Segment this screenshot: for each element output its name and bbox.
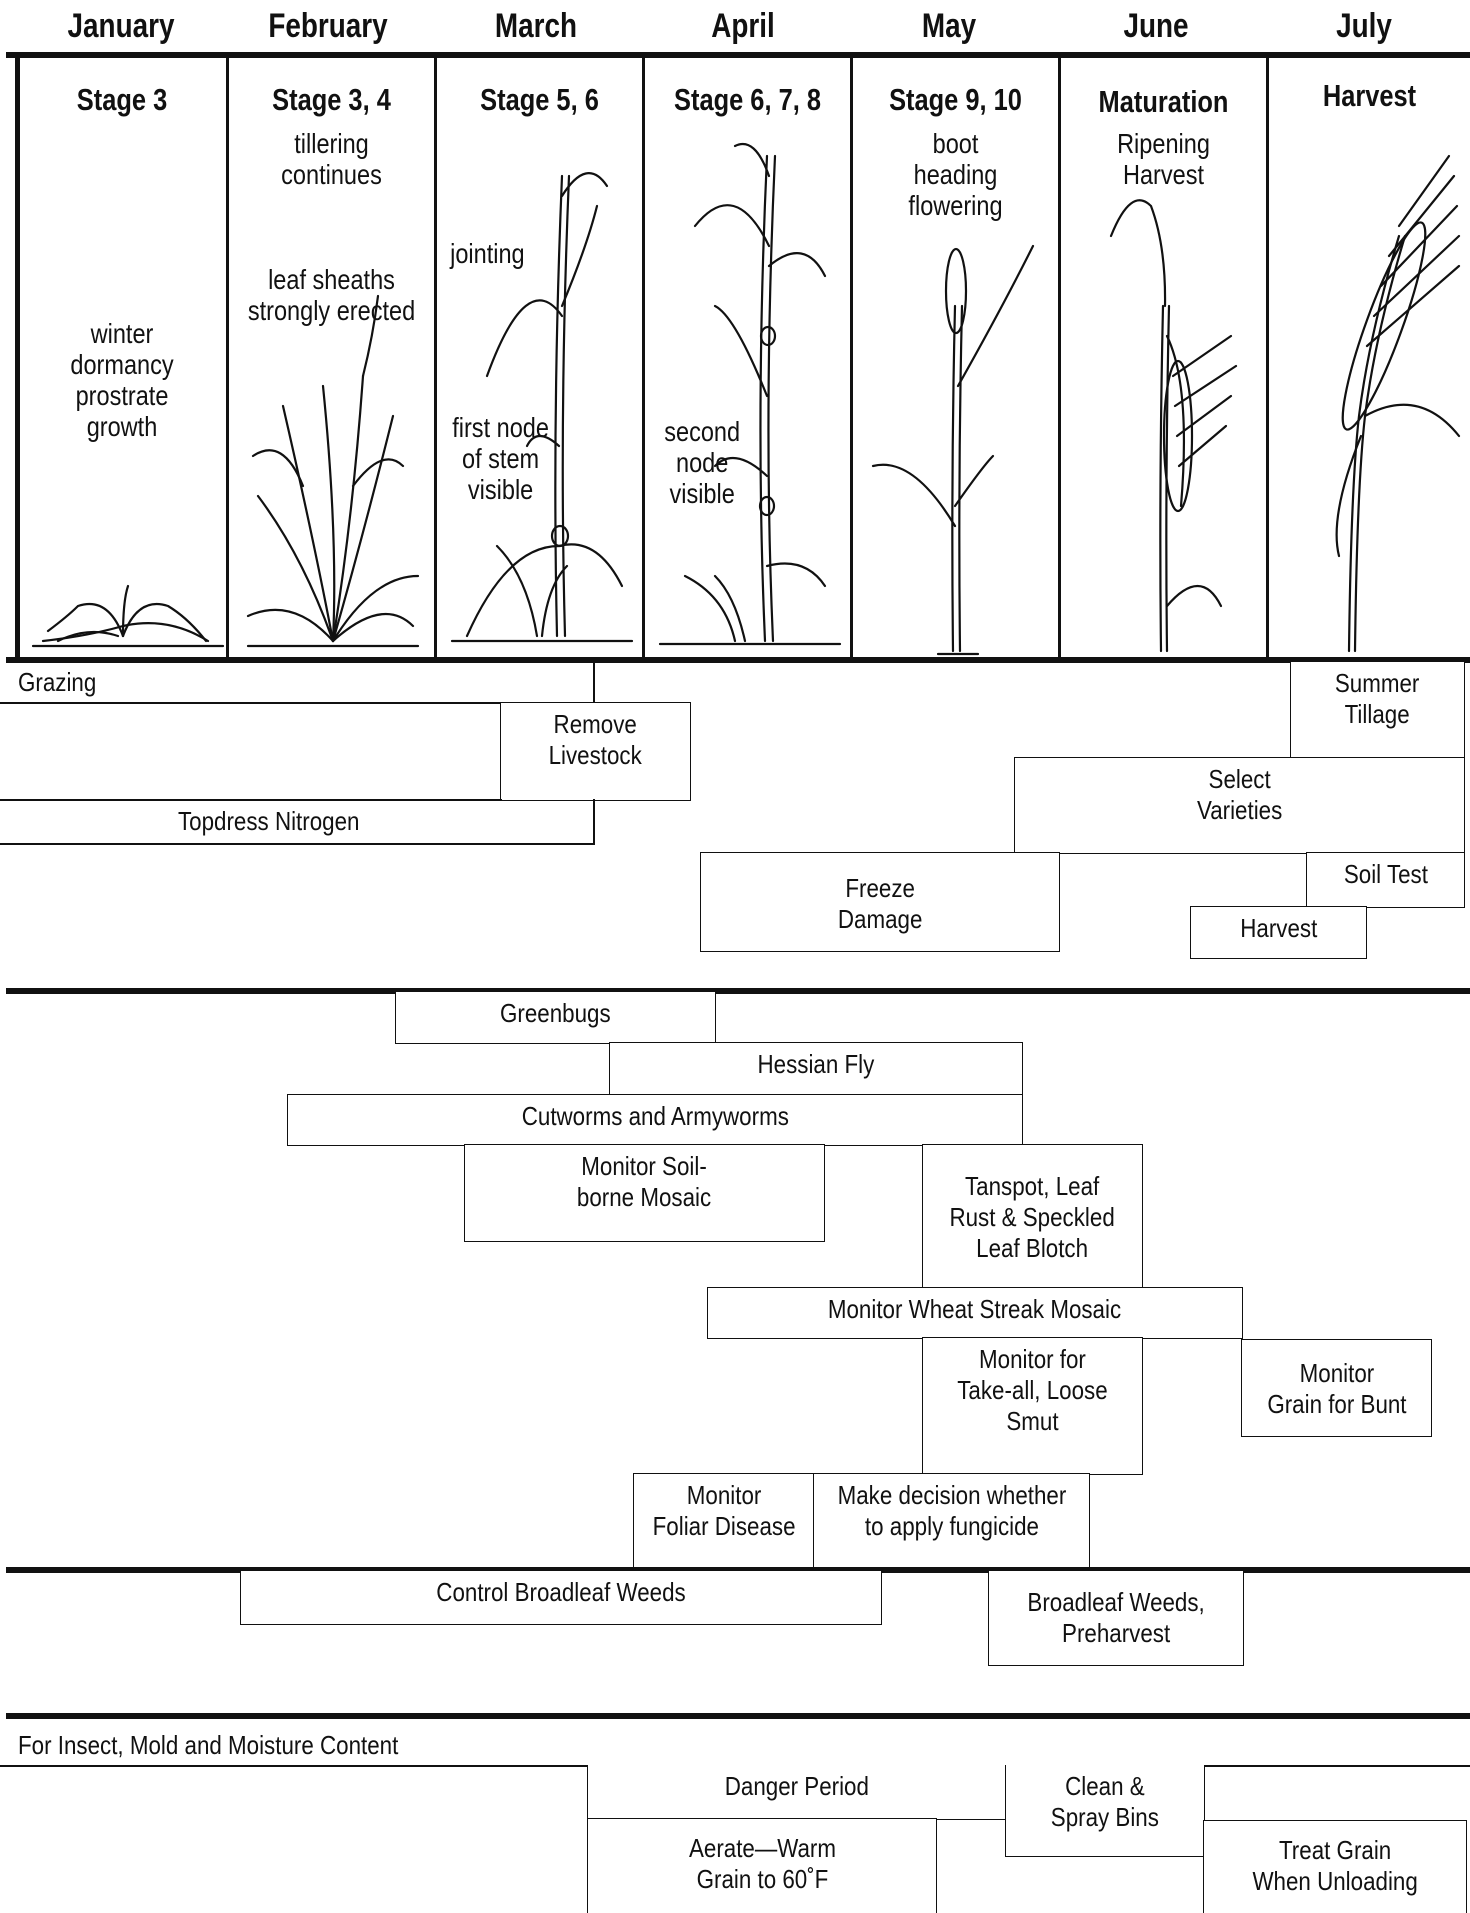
grazing-label: Grazing	[18, 667, 97, 697]
pest-section-rule	[6, 988, 1470, 994]
treat-grain-box: Treat Grain When Unloading	[1203, 1820, 1467, 1913]
stage-note: jointing	[450, 238, 525, 269]
topdress-top-line	[0, 799, 502, 801]
harvest-box: Harvest	[1190, 906, 1367, 959]
stage-frame-bottom	[6, 657, 1470, 663]
wheat-ripening-icon	[1109, 199, 1238, 653]
topdress-end-line	[593, 799, 595, 845]
summer-tillage-box: Summer Tillage	[1290, 662, 1465, 758]
month-april: April	[711, 7, 775, 45]
stage-panel-july: Harvest	[1266, 56, 1470, 660]
month-february: February	[268, 7, 388, 45]
month-june: June	[1123, 7, 1189, 45]
tanspot-leaf-rust-box: Tanspot, Leaf Rust & Speckled Leaf Blotc…	[922, 1144, 1143, 1289]
broadleaf-preharvest-box: Broadleaf Weeds, Preharvest	[988, 1571, 1244, 1666]
danger-period-box: Danger Period	[587, 1765, 1007, 1820]
cutworms-armyworms-box: Cutworms and Armyworms	[287, 1094, 1023, 1146]
stage-heading: Maturation	[1098, 84, 1229, 119]
wheat-seedling-icon	[31, 584, 225, 648]
clean-spray-bins-box: Clean & Spray Bins	[1005, 1765, 1205, 1857]
stage-frame-top	[6, 52, 1470, 58]
wheat-jointing-icon	[450, 172, 634, 643]
stage-heading: Stage 9, 10	[889, 82, 1022, 117]
stage-heading: Stage 5, 6	[480, 82, 599, 117]
storage-section-rule	[6, 1713, 1470, 1719]
stage-heading: Stage 6, 7, 8	[674, 82, 821, 117]
month-january: January	[67, 7, 175, 45]
select-varieties-box: Select Varieties	[1014, 757, 1465, 854]
month-march: March	[494, 7, 578, 45]
aerate-warm-grain-box: Aerate—Warm Grain to 60˚F	[587, 1818, 937, 1913]
grazing-end-line	[593, 660, 595, 704]
topdress-bottom-line	[0, 843, 595, 845]
wheat-heading-icon	[871, 244, 1035, 656]
stage-heading: Stage 3, 4	[272, 82, 391, 117]
wheat-harvest-icon	[1335, 154, 1461, 653]
storage-section-label: For Insect, Mold and Moisture Content	[18, 1730, 399, 1760]
soil-test-box: Soil Test	[1306, 852, 1465, 908]
stage-heading: Harvest	[1322, 78, 1417, 113]
soilborne-mosaic-box: Monitor Soil- borne Mosaic	[464, 1144, 825, 1242]
fungicide-decision-box: Make decision whether to apply fungicide	[813, 1473, 1090, 1569]
control-broadleaf-weeds-box: Control Broadleaf Weeds	[240, 1571, 882, 1625]
remove-livestock-box: Remove Livestock	[500, 702, 691, 801]
freeze-damage-box: Freeze Damage	[700, 852, 1060, 952]
stage-frame-left	[15, 52, 20, 663]
wheat-streak-mosaic-box: Monitor Wheat Streak Mosaic	[707, 1287, 1243, 1339]
grain-bunt-box: Monitor Grain for Bunt	[1241, 1339, 1432, 1437]
month-may: May	[921, 7, 977, 45]
wheat-second-node-icon	[658, 143, 842, 646]
weed-section-rule	[6, 1567, 1470, 1573]
foliar-disease-box: Monitor Foliar Disease	[633, 1473, 815, 1569]
take-all-loose-smut-box: Monitor for Take-all, Loose Smut	[922, 1337, 1143, 1475]
topdress-nitrogen-label: Topdress Nitrogen	[178, 806, 360, 836]
greenbugs-box: Greenbugs	[395, 992, 716, 1044]
stage-heading: Stage 3	[76, 82, 168, 117]
grazing-bar	[0, 702, 595, 704]
hessian-fly-box: Hessian Fly	[609, 1042, 1023, 1096]
month-july: July	[1336, 7, 1392, 45]
wheat-tillering-icon	[246, 294, 420, 648]
